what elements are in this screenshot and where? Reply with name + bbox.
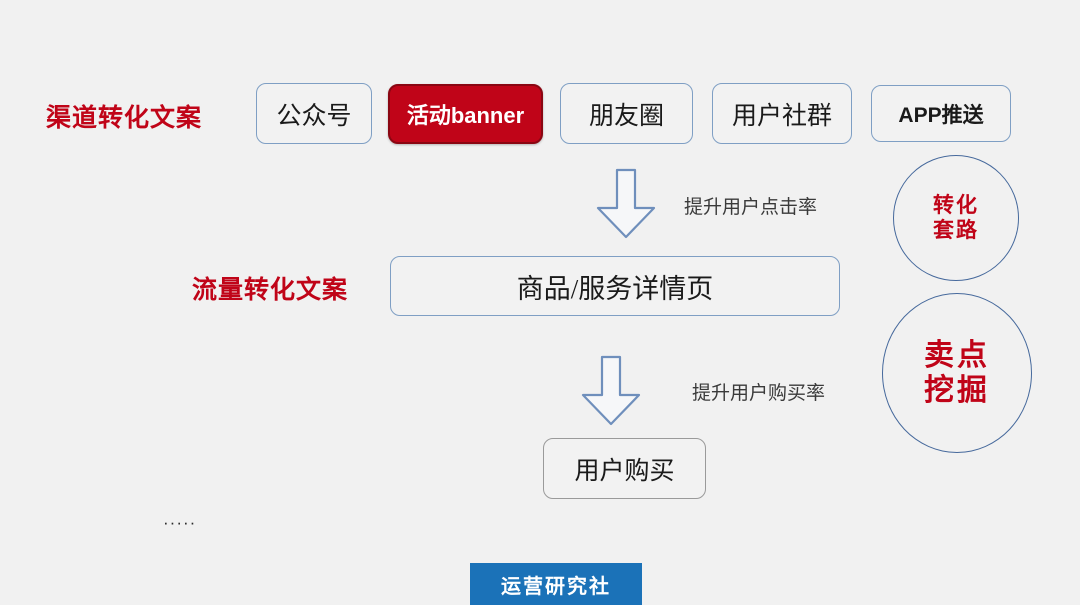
channel-node-app-push[interactable]: APP推送 [871,85,1011,142]
circle-selling-point-mining-line1: 卖点 [924,338,990,372]
channel-node-user-community[interactable]: 用户社群 [712,83,852,144]
channel-node-gongzhonghao[interactable]: 公众号 [256,83,372,144]
arrow-caption-click-rate: 提升用户点击率 [684,197,818,218]
channel-node-pengyouquan[interactable]: 朋友圈 [560,83,693,144]
circle-selling-point-mining-line2: 挖掘 [924,374,990,407]
brand-banner: 运营研究社 [470,563,642,605]
ellipsis-marker: ····· [163,513,197,532]
flow-node-user-purchase[interactable]: 用户购买 [543,438,706,499]
arrow-caption-purchase-rate: 提升用户购买率 [692,383,826,404]
circle-selling-point-mining[interactable]: 卖点 挖掘 [882,293,1032,453]
circle-conversion-tactics-line2: 套路 [933,218,979,242]
down-block-arrow-icon-bottom [580,355,642,432]
section-label-traffic: 流量转化文案 [192,277,349,304]
brand-name: 运营研究社 [501,575,611,598]
circle-conversion-tactics[interactable]: 转化 套路 [893,155,1019,281]
down-block-arrow-icon-top [595,168,657,245]
circle-conversion-tactics-line1: 转化 [933,193,979,218]
flow-node-detail-page[interactable]: 商品/服务详情页 [390,256,840,316]
section-label-channel: 渠道转化文案 [46,105,203,132]
channel-node-activity-banner[interactable]: 活动banner [388,84,543,144]
